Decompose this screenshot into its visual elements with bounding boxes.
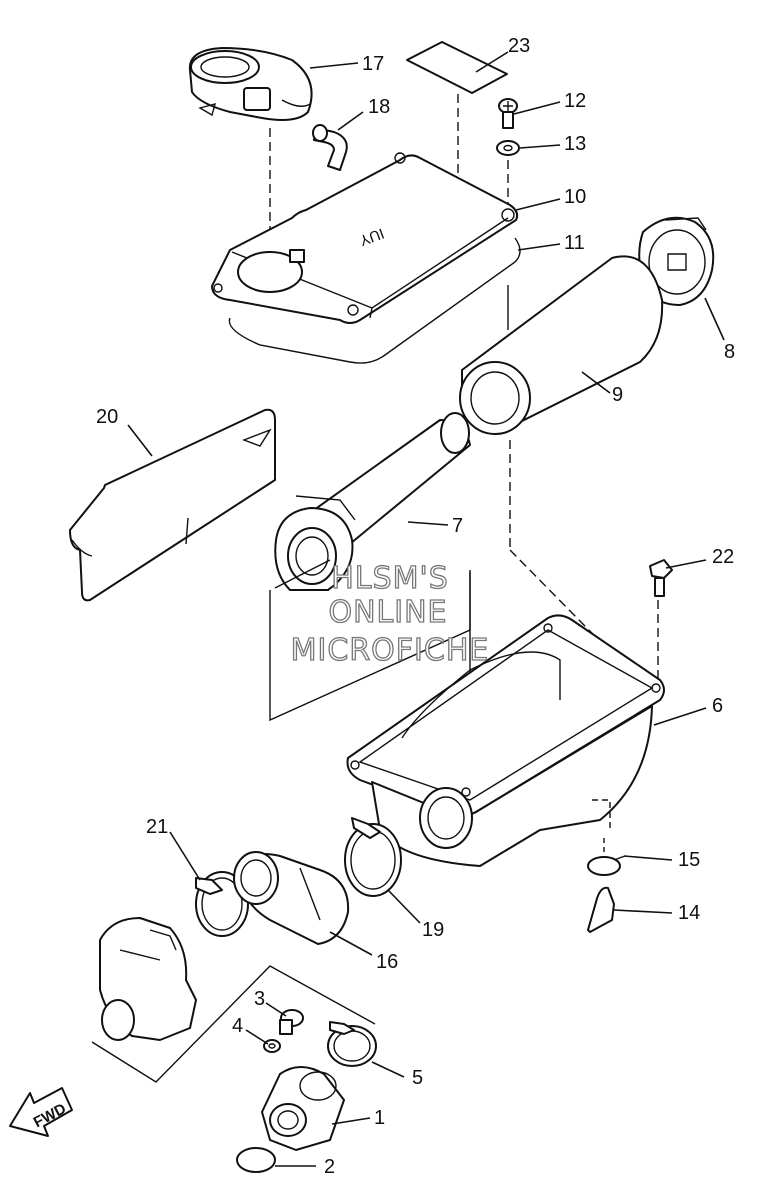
callout-4: 4 <box>232 1015 243 1037</box>
watermark-line-2: ONLINE <box>328 595 447 630</box>
leader-lines <box>127 51 725 1167</box>
callout-18: 18 <box>368 96 390 118</box>
callout-numbers: 17 18 23 12 13 10 11 8 9 20 7 22 6 15 14… <box>96 35 735 1178</box>
part-7-intake-tube <box>274 412 471 591</box>
part-17-joint <box>188 47 313 121</box>
callout-23: 23 <box>508 35 530 57</box>
callout-7: 7 <box>452 515 463 537</box>
callout-8: 8 <box>724 341 735 363</box>
callout-3: 3 <box>254 988 265 1010</box>
part-11-gasket <box>228 237 521 364</box>
part-14-drain-joint <box>587 886 615 933</box>
callout-22: 22 <box>712 546 734 568</box>
part-6-filter-case <box>346 614 665 867</box>
callout-15: 15 <box>678 849 700 871</box>
part-9-filter-element <box>459 255 664 435</box>
callout-13: 13 <box>564 133 586 155</box>
callout-12: 12 <box>564 90 586 112</box>
part-19-hose-clamp <box>344 817 402 897</box>
callout-21: 21 <box>146 816 168 838</box>
part-4-washer <box>263 1039 281 1053</box>
forward-direction-arrow: FWD <box>9 1087 73 1137</box>
watermark: HLSM'S ONLINE MICROFICHE <box>290 560 490 668</box>
part-18-hose <box>312 124 348 171</box>
watermark-line-1: HLSM'S <box>331 561 449 596</box>
carburetor-outline <box>99 917 197 1041</box>
part-10-filter-case-cover: IUY <box>211 152 519 324</box>
part-5-hose-clamp <box>327 1021 377 1067</box>
callout-20: 20 <box>96 406 118 428</box>
part-1-carburetor-joint <box>261 1066 345 1151</box>
part-23-label-sheet <box>406 41 508 185</box>
part-20-plate <box>69 408 276 602</box>
callout-17: 17 <box>362 53 384 75</box>
part-15-clamp <box>587 855 626 876</box>
part-13-washer <box>496 140 520 156</box>
callout-2: 2 <box>324 1156 335 1178</box>
callout-10: 10 <box>564 186 586 208</box>
callout-1: 1 <box>374 1107 385 1129</box>
part-2-o-ring <box>236 1147 276 1173</box>
callout-9: 9 <box>612 384 623 406</box>
part-16-intake-joint <box>233 851 350 945</box>
callout-16: 16 <box>376 951 398 973</box>
callout-14: 14 <box>678 902 700 924</box>
callout-6: 6 <box>712 695 723 717</box>
callout-19: 19 <box>422 919 444 941</box>
watermark-line-3: MICROFICHE <box>291 633 490 668</box>
part-22-bolt <box>649 559 673 597</box>
callout-11: 11 <box>564 232 585 254</box>
part-12-screw <box>498 98 518 129</box>
part-3-bolt <box>279 1009 304 1035</box>
callout-5: 5 <box>412 1067 423 1089</box>
